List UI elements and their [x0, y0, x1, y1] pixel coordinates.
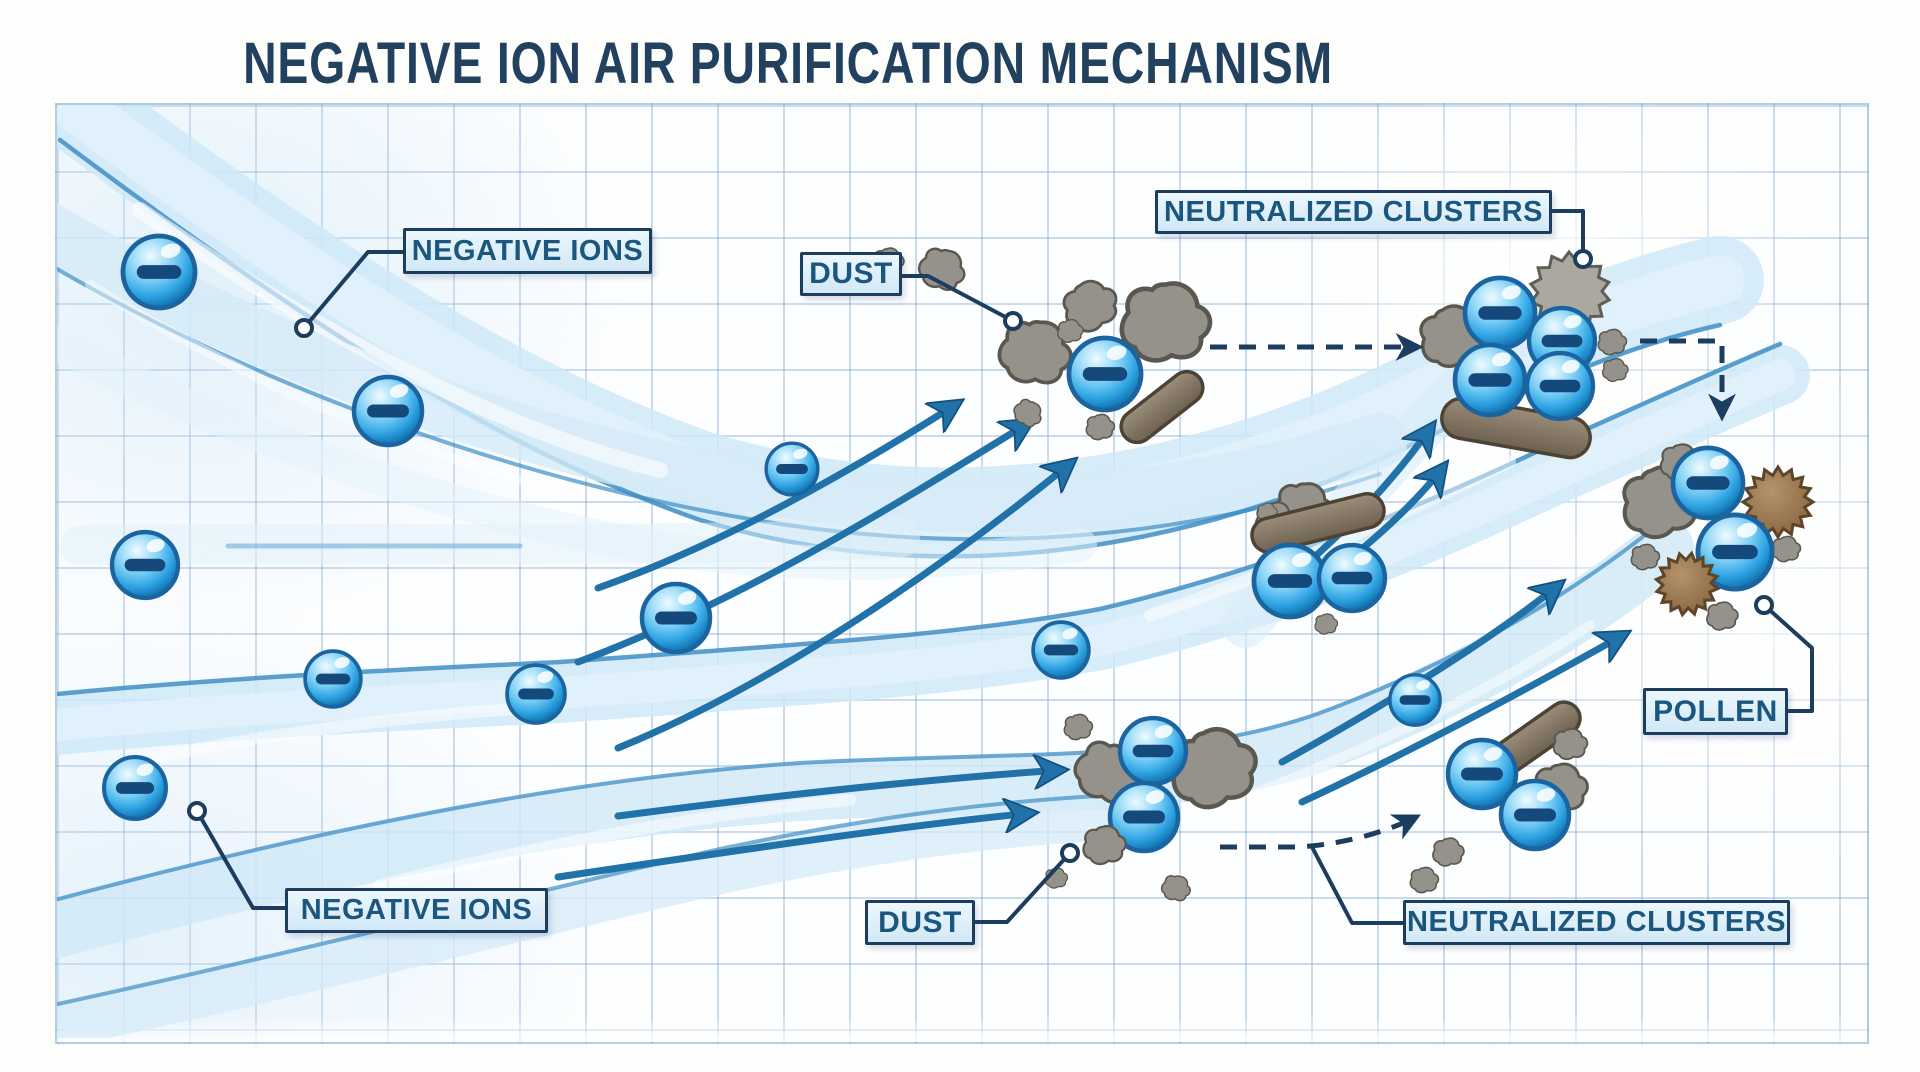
negative-ion-icon [354, 377, 422, 445]
negative-ion-icon [112, 532, 178, 598]
leader-line [900, 274, 1014, 323]
dust-particle [912, 240, 973, 299]
diagram-title: NEGATIVE ION AIR PURIFICATION MECHANISM [243, 31, 1333, 96]
label-negative-ions-top: NEGATIVE IONS [403, 228, 652, 274]
flow-arrow [614, 770, 1062, 820]
transformation-arrow [1640, 338, 1736, 422]
label-dust-bottom: DUST [865, 900, 975, 945]
air-stream [57, 796, 1137, 1038]
bacteria-rod [1119, 369, 1205, 445]
label-neutralized-clusters-bottom: NEUTRALIZED CLUSTERS [1403, 900, 1790, 945]
negative-ion-icon [1031, 620, 1091, 680]
leader-dot [187, 801, 207, 821]
negative-ion-icon [764, 441, 820, 497]
leader-line [1310, 846, 1403, 925]
front-particles [1082, 357, 1739, 894]
dust-particle [1409, 866, 1440, 894]
dust-particle [1085, 413, 1116, 441]
dust-particle [1552, 727, 1589, 761]
leader-line [974, 851, 1072, 924]
dust-particle [1771, 535, 1802, 563]
flow-arrow [614, 462, 1072, 752]
dust-particle [1314, 613, 1339, 635]
flow-arrow [594, 403, 958, 592]
flow-arrow [1278, 584, 1560, 766]
leader-dot [1754, 595, 1774, 615]
negative-ion-icon [505, 663, 567, 725]
negative-ion-icon [1673, 448, 1743, 518]
leader-line [1762, 603, 1814, 713]
negative-ion-icon [642, 584, 710, 652]
pollen-particle [1653, 550, 1721, 618]
negative-ion-icon [1527, 353, 1593, 419]
air-stream [57, 359, 1796, 742]
stream-gloss [85, 280, 585, 500]
negative-ion-icon [1465, 278, 1535, 348]
leader-dot [1003, 311, 1023, 331]
air-stream [57, 203, 1408, 533]
leader-dot [1573, 249, 1593, 269]
flow-arrow [554, 813, 1032, 881]
leader-line [195, 810, 286, 910]
stream-gloss [374, 794, 856, 891]
label-neutralized-clusters-top: NEUTRALIZED CLUSTERS [1155, 190, 1552, 234]
leader-line [1552, 209, 1585, 252]
negative-ion-icon [1388, 673, 1442, 727]
dust-particle [1158, 870, 1195, 906]
negative-ion-icon [104, 757, 166, 819]
air-stream [57, 519, 1694, 959]
leader-line [302, 250, 403, 330]
negative-ion-icon [1455, 345, 1525, 415]
leader-dot [1060, 843, 1080, 863]
dust-particle [1432, 837, 1465, 867]
leader-lines [187, 209, 1814, 925]
dashed-arrows [1210, 333, 1736, 850]
negative-ion-icon [123, 236, 195, 308]
bacteria-rod [1250, 492, 1386, 554]
negative-ion-icon [1319, 545, 1385, 611]
stream-gloss [1144, 456, 1516, 621]
dust-particle [1008, 393, 1048, 433]
label-dust-top: DUST [800, 252, 902, 296]
transformation-arrow [1220, 814, 1422, 850]
pollen-particle [1740, 464, 1816, 540]
negative-ion-icon [1501, 781, 1569, 849]
leader-dot [294, 318, 314, 338]
negative-ion-icon [1069, 338, 1141, 410]
dust-particle [1706, 601, 1739, 631]
stream-gloss [132, 202, 668, 478]
negative-ion-icon [303, 649, 363, 709]
negative-ion-icon [1254, 545, 1326, 617]
dust-particle [1063, 713, 1094, 741]
label-negative-ions-bottom: NEGATIVE IONS [285, 888, 548, 933]
dust-particle [1602, 357, 1629, 383]
negative-ion-icon [1120, 718, 1186, 784]
label-pollen: POLLEN [1643, 688, 1788, 735]
flow-arrow [1298, 634, 1625, 806]
